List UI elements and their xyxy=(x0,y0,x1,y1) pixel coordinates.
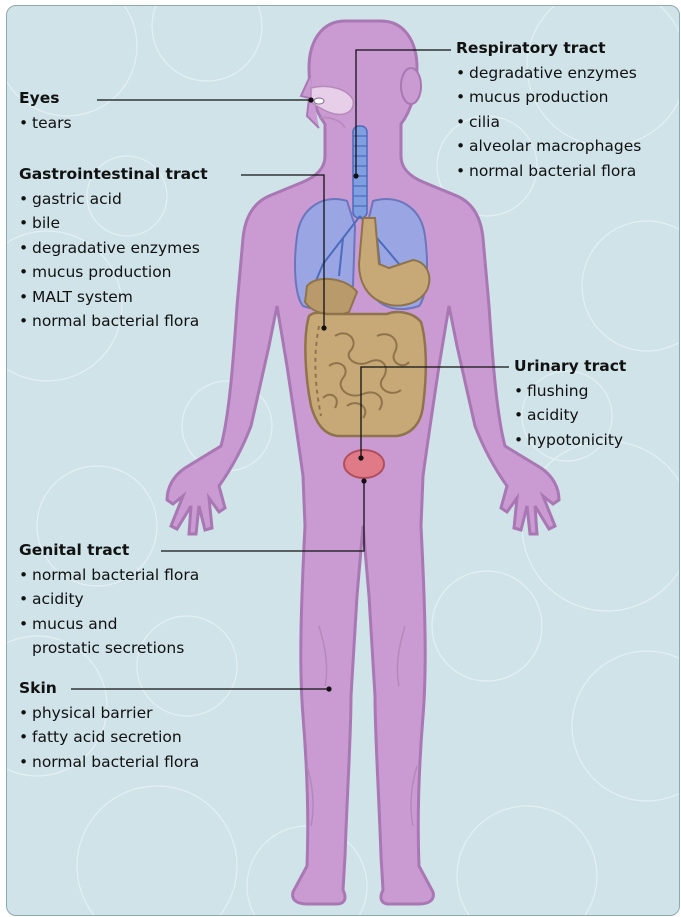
urinary-item: acidity xyxy=(514,403,626,428)
genital-item: acidity xyxy=(19,587,199,612)
respiratory-item: alveolar macrophages xyxy=(456,134,641,159)
genital-tract-title: Genital tract xyxy=(19,538,199,563)
respiratory-item: mucus production xyxy=(456,85,641,110)
trachea xyxy=(353,126,367,218)
respiratory-tract-title: Respiratory tract xyxy=(456,36,641,61)
urinary-item: hypotonicity xyxy=(514,428,626,453)
skin-item: fatty acid secretion xyxy=(19,725,199,750)
respiratory-tract-label: Respiratory tract degradative enzymes mu… xyxy=(456,36,641,183)
skin-item: normal bacterial flora xyxy=(19,750,199,775)
figure-panel: Eyes tears Respiratory tract degradative… xyxy=(6,5,680,916)
urinary-item: flushing xyxy=(514,379,626,404)
gastrointestinal-tract-title: Gastrointestinal tract xyxy=(19,162,208,187)
genital-item: normal bacterial flora xyxy=(19,563,199,588)
gastrointestinal-item: degradative enzymes xyxy=(19,236,208,261)
gastrointestinal-item: MALT system xyxy=(19,285,208,310)
gastrointestinal-item: bile xyxy=(19,211,208,236)
skin-title: Skin xyxy=(19,676,199,701)
urinary-tract-title: Urinary tract xyxy=(514,354,626,379)
liver xyxy=(305,279,357,315)
skin-label: Skin physical barrier fatty acid secreti… xyxy=(19,676,199,774)
eyes-title: Eyes xyxy=(19,86,72,111)
eyes-label: Eyes tears xyxy=(19,86,72,135)
gastrointestinal-item: mucus production xyxy=(19,260,208,285)
gastrointestinal-item: gastric acid xyxy=(19,187,208,212)
respiratory-item: degradative enzymes xyxy=(456,61,641,86)
intestines xyxy=(305,312,425,436)
genital-item-continued: prostatic secretions xyxy=(19,636,199,661)
urinary-tract-label: Urinary tract flushing acidity hypotonic… xyxy=(514,354,626,452)
respiratory-item: normal bacterial flora xyxy=(456,159,641,184)
genital-tract-label: Genital tract normal bacterial flora aci… xyxy=(19,538,199,661)
gastrointestinal-tract-label: Gastrointestinal tract gastric acid bile… xyxy=(19,162,208,334)
skin-item: physical barrier xyxy=(19,701,199,726)
gastrointestinal-item: normal bacterial flora xyxy=(19,309,208,334)
genital-item: mucus and xyxy=(19,612,199,637)
bladder xyxy=(344,450,384,478)
eyes-item: tears xyxy=(19,111,72,136)
respiratory-item: cilia xyxy=(456,110,641,135)
